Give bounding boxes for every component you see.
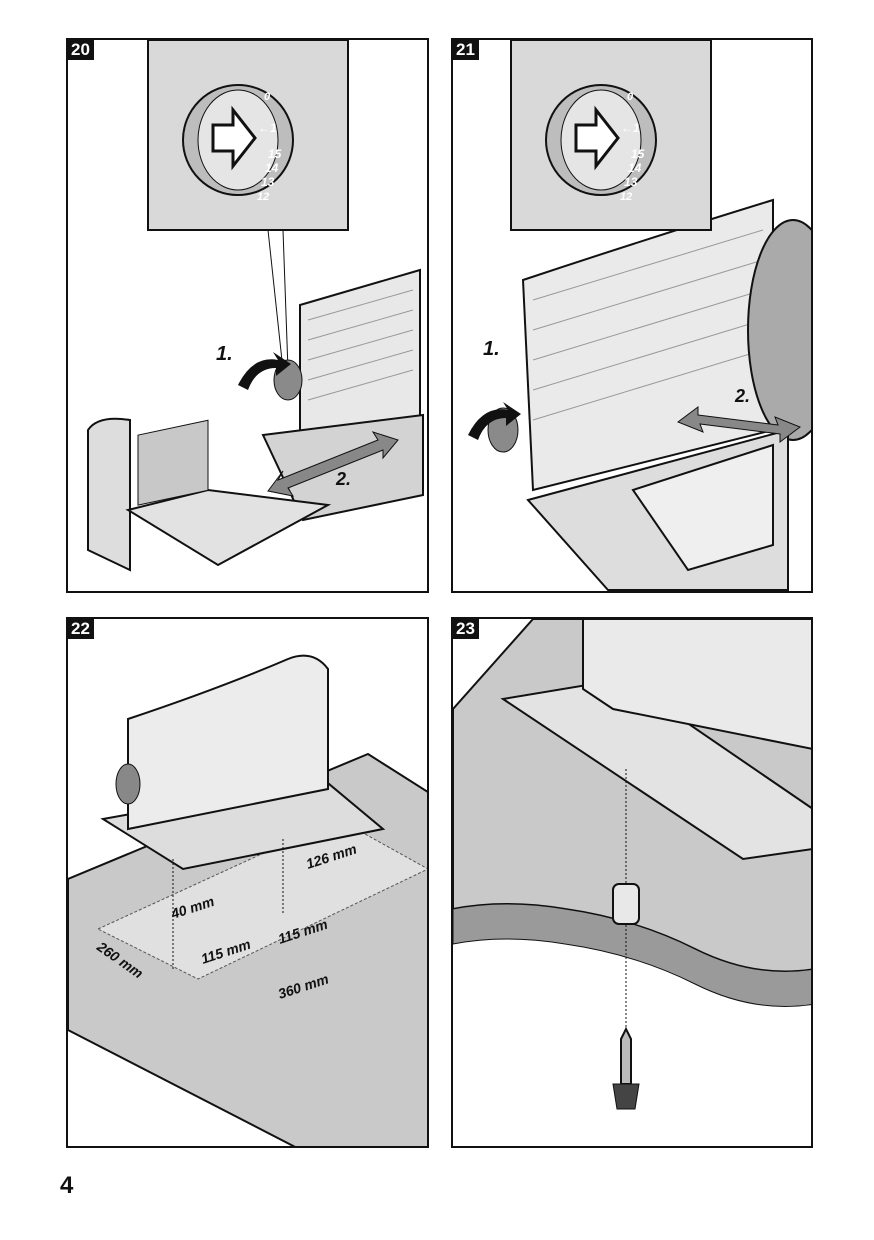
figure-21: 21 0 ←1 15 14 13 12 1. 2.: [451, 38, 813, 593]
svg-text:←1: ←1: [258, 121, 277, 135]
wall-plug: [612, 883, 640, 925]
svg-text:0: 0: [627, 91, 634, 103]
svg-text:1.: 1.: [483, 338, 500, 360]
slide-arrow-icon: [267, 431, 399, 497]
arrow-icon: [574, 105, 620, 171]
page-number: 4: [60, 1172, 74, 1199]
rotate-arrow-icon: [468, 402, 521, 440]
svg-text:12: 12: [257, 191, 269, 203]
slicer-thickness-dial-illustration: 0 ←1 15 14 13 12 1. 2.: [87, 40, 424, 572]
svg-text:2.: 2.: [734, 386, 750, 406]
figure-number: 20: [68, 40, 94, 60]
svg-text:14: 14: [628, 161, 642, 175]
svg-text:15: 15: [268, 147, 282, 161]
figure-23: 23: [451, 617, 813, 1148]
screw: [620, 1026, 632, 1085]
svg-text:0: 0: [264, 91, 271, 103]
figure-number: 23: [453, 619, 479, 639]
figure-number: 21: [453, 40, 479, 60]
screw-mounting-illustration: [453, 619, 811, 1110]
svg-text:2.: 2.: [335, 469, 351, 489]
rotate-arrow-icon: [238, 352, 291, 390]
slide-arrow-icon: [676, 406, 802, 443]
figure-22: 22 126 mm 40 mm 115 mm 115 mm 260 mm 360…: [66, 617, 429, 1148]
figure-20: 20 0 ←1 15 14 13 12 1. 2.: [66, 38, 429, 593]
svg-text:13: 13: [261, 175, 275, 189]
svg-text:12: 12: [620, 191, 632, 203]
arrow-icon: [211, 105, 257, 171]
svg-text:13: 13: [624, 175, 638, 189]
svg-text:15: 15: [631, 147, 645, 161]
slicer-carriage-removal-illustration: 0 ←1 15 14 13 12 1. 2.: [468, 40, 811, 591]
svg-text:14: 14: [265, 161, 279, 175]
svg-text:1.: 1.: [216, 343, 233, 365]
figure-number: 22: [68, 619, 94, 639]
mounting-dimensions-illustration: 126 mm 40 mm 115 mm 115 mm 260 mm 360 mm: [68, 654, 427, 1146]
svg-text:←1: ←1: [621, 121, 640, 135]
